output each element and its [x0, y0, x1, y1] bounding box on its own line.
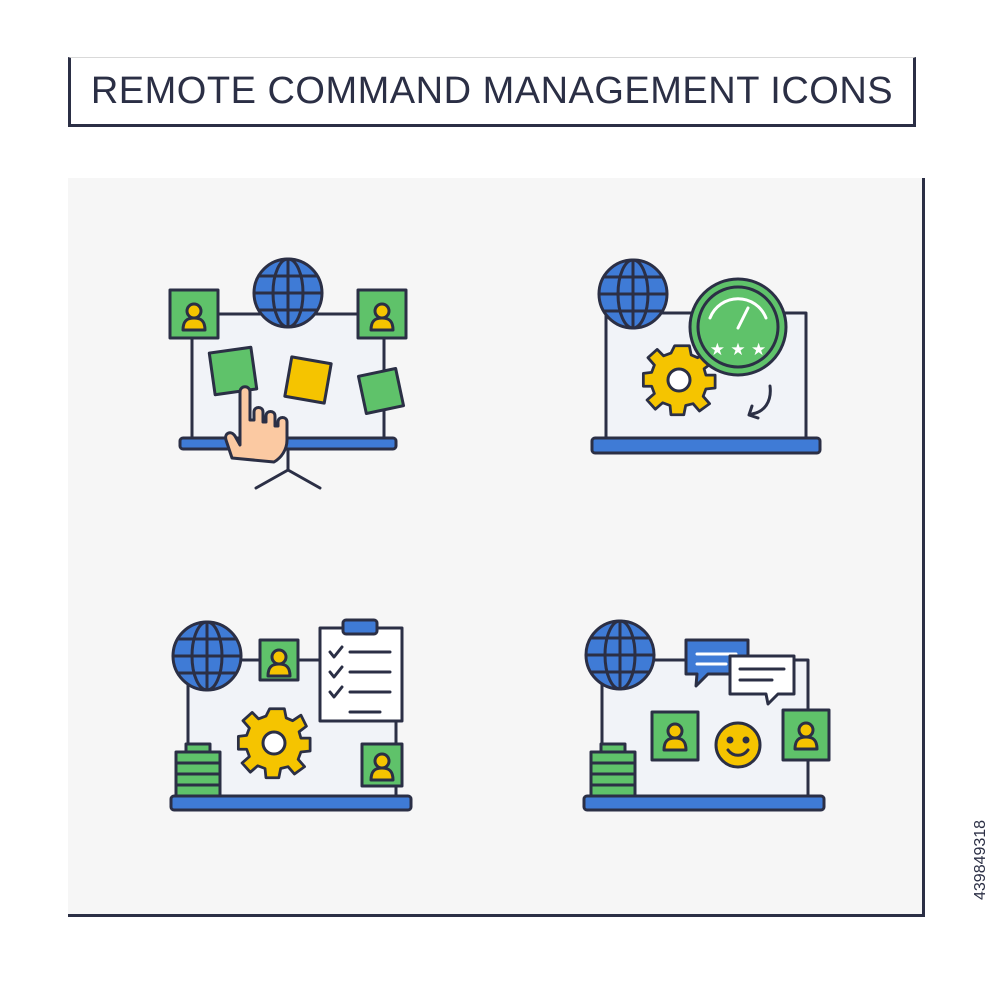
- page-title: REMOTE COMMAND MANAGEMENT ICONS: [90, 69, 894, 112]
- stock-image-id: 439849318: [972, 819, 989, 900]
- svg-text:★ ★ ★: ★ ★ ★: [710, 340, 767, 360]
- title-banner: REMOTE COMMAND MANAGEMENT ICONS: [68, 57, 916, 127]
- whiteboard-collaboration-icon: [168, 257, 408, 490]
- performance-rating-icon: ★ ★ ★: [590, 258, 822, 455]
- task-management-icon: [169, 618, 413, 812]
- team-communication-icon: [582, 619, 831, 812]
